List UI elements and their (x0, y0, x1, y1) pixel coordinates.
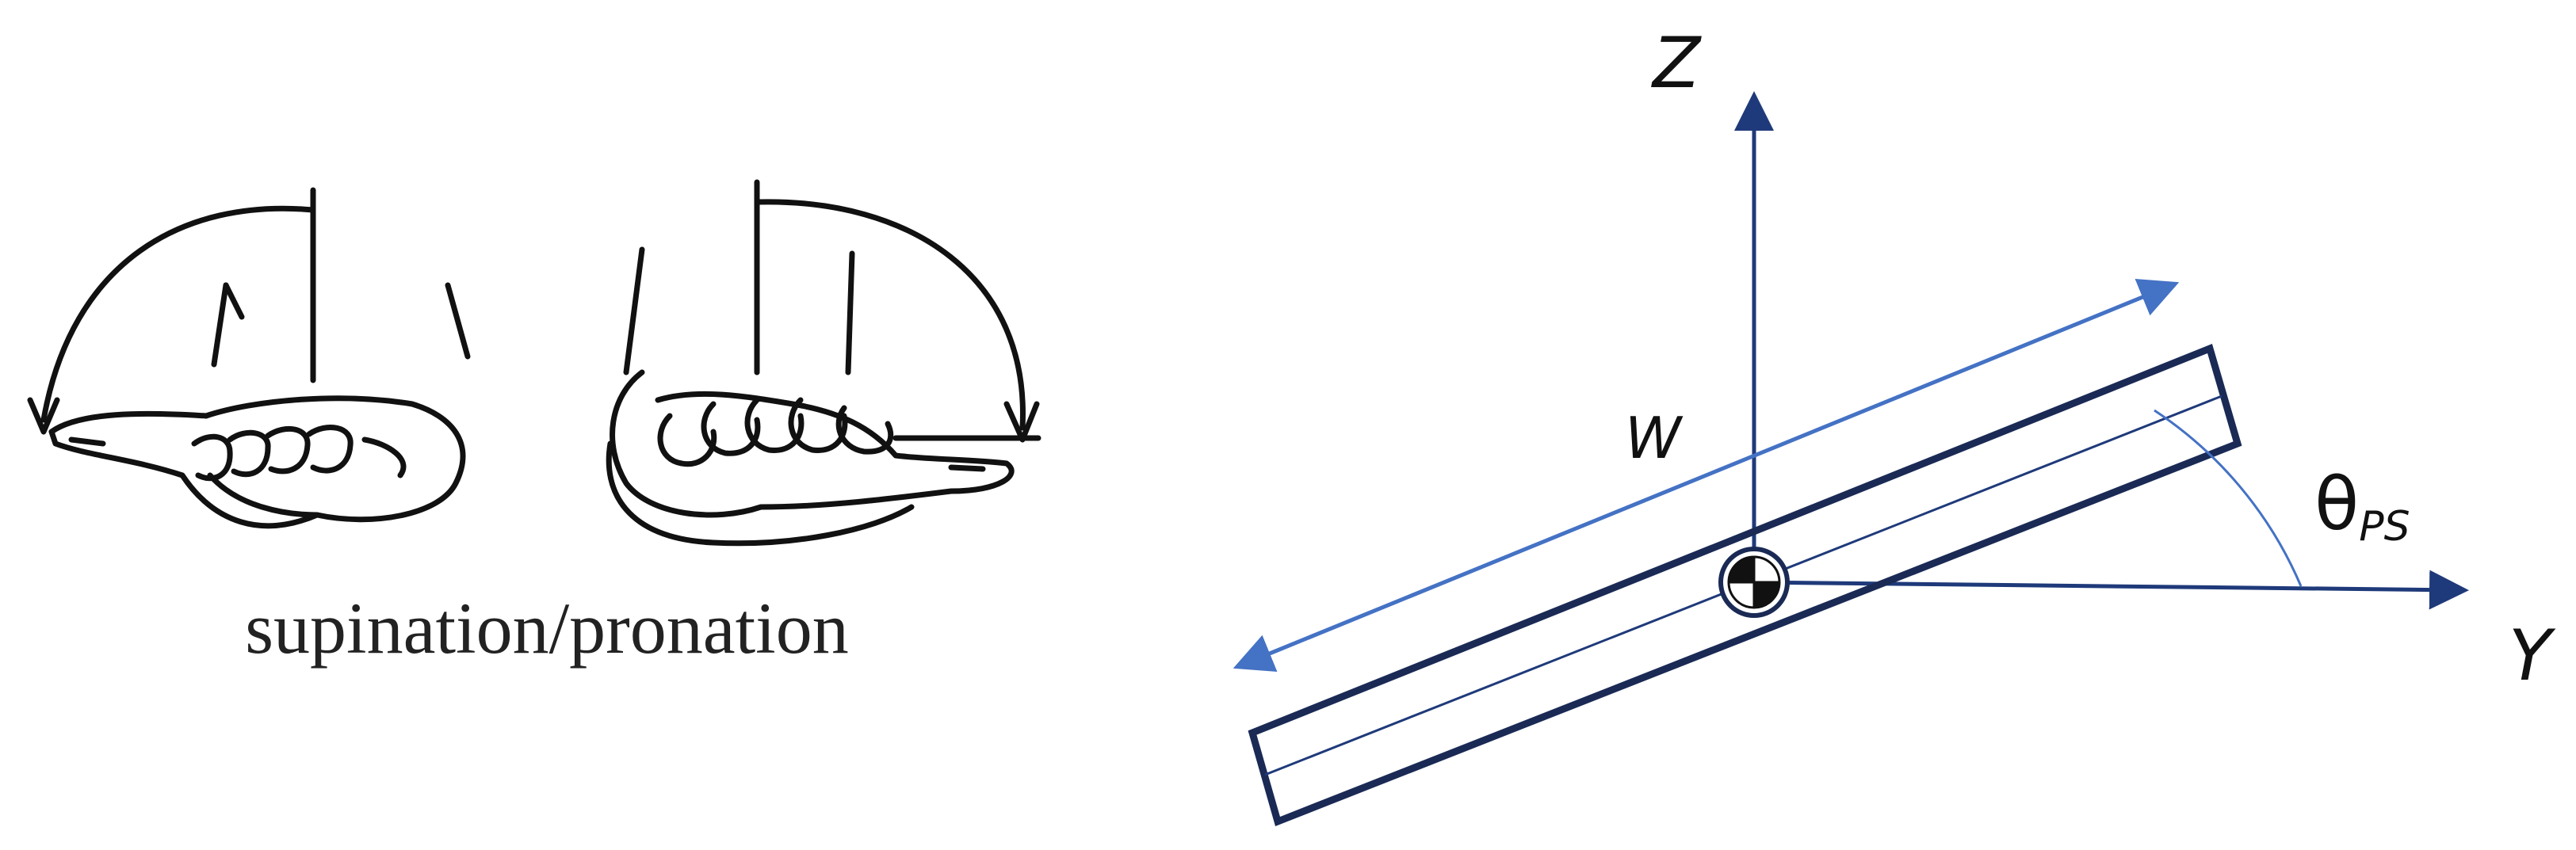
pronation-hand (606, 179, 1041, 547)
angle-subscript: PS (2359, 503, 2410, 551)
caption: supination/pronation (245, 588, 849, 669)
y-axis-label: Y (2509, 615, 2556, 696)
center-of-mass-icon (1718, 547, 1790, 618)
tilted-bar (1248, 343, 2242, 827)
supination-hand (27, 187, 471, 529)
angle-arc (2154, 409, 2303, 587)
angle-symbol: θ (2314, 462, 2359, 547)
width-arrow (1233, 278, 2180, 673)
width-label: W (1625, 405, 1684, 471)
hand-illustrations (27, 179, 1041, 547)
angle-label: θPS (2314, 462, 2410, 551)
z-axis-label: Z (1651, 22, 1702, 104)
